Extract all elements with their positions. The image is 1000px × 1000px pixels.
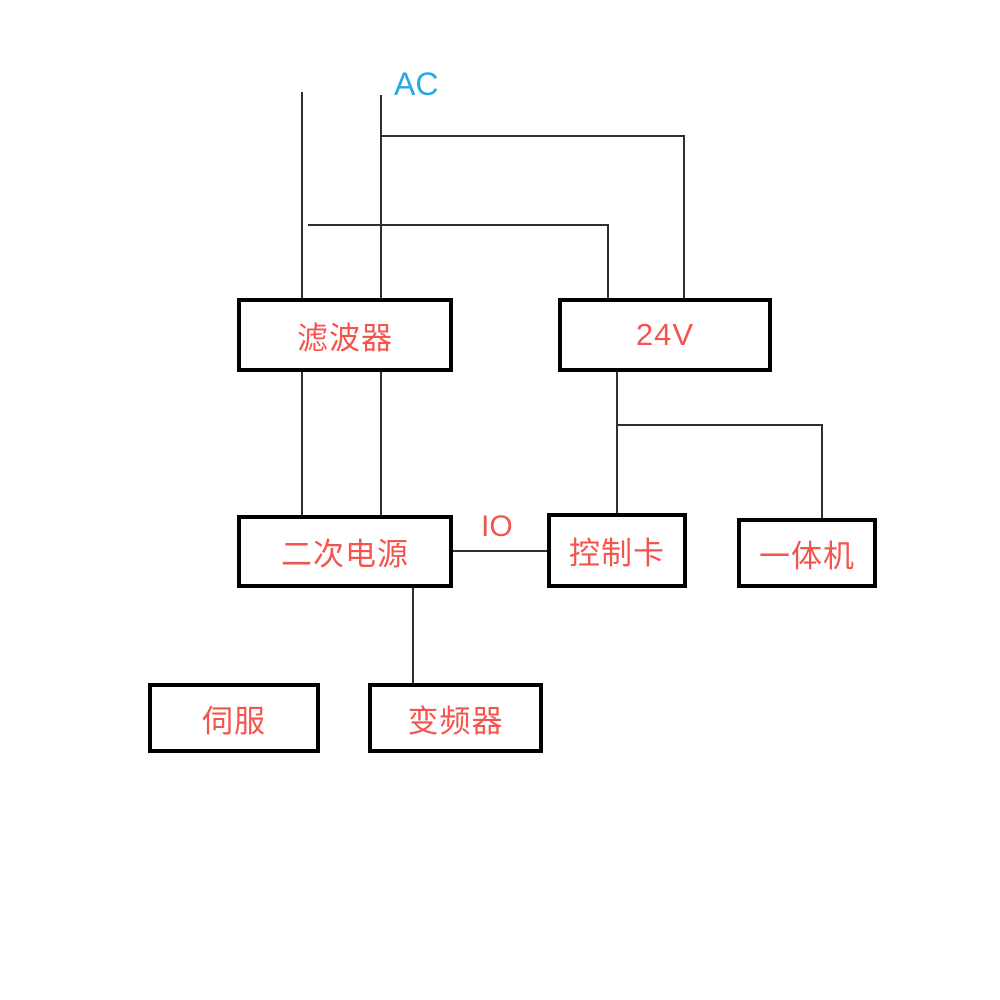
- io-edge-label: IO: [481, 510, 513, 543]
- node-secondary-power: 二次电源: [237, 515, 453, 588]
- edge-24v-to-allinone-horizontal: [616, 424, 822, 426]
- node-servo-label: 伺服: [202, 703, 266, 739]
- node-24v-label: 24V: [635, 317, 695, 352]
- node-inverter-label: 变频器: [407, 703, 504, 739]
- edge-ac-to-24v-vertical: [683, 135, 685, 298]
- node-servo: 伺服: [148, 683, 320, 753]
- edge-ac2-to-24v-vertical: [607, 224, 609, 298]
- node-24v: 24V: [558, 298, 772, 372]
- node-inverter: 变频器: [368, 683, 543, 753]
- edge-filter-to-secondary-line-2: [380, 372, 382, 515]
- edge-ac-to-filter-line-1: [301, 92, 303, 298]
- node-filter: 滤波器: [237, 298, 453, 372]
- edge-ac-to-24v-horizontal: [380, 135, 685, 137]
- edge-24v-to-allinone-vertical: [821, 424, 823, 518]
- edge-secondary-to-inverter-line: [412, 588, 414, 683]
- node-secondary-power-label: 二次电源: [281, 537, 409, 572]
- edge-24v-to-controlcard-line: [616, 372, 618, 513]
- node-all-in-one: 一体机: [737, 518, 877, 588]
- edge-ac2-to-24v-horizontal: [308, 224, 608, 226]
- edge-filter-to-secondary-line-1: [301, 372, 303, 515]
- edge-ac-to-filter-line-2: [380, 95, 382, 298]
- node-all-in-one-label: 一体机: [759, 538, 855, 574]
- node-filter-label: 滤波器: [297, 320, 393, 356]
- edge-secondary-to-controlcard-io-line: [453, 550, 547, 552]
- node-control-card-label: 控制卡: [569, 536, 665, 571]
- node-control-card: 控制卡: [547, 513, 687, 588]
- ac-source-label: AC: [394, 66, 439, 102]
